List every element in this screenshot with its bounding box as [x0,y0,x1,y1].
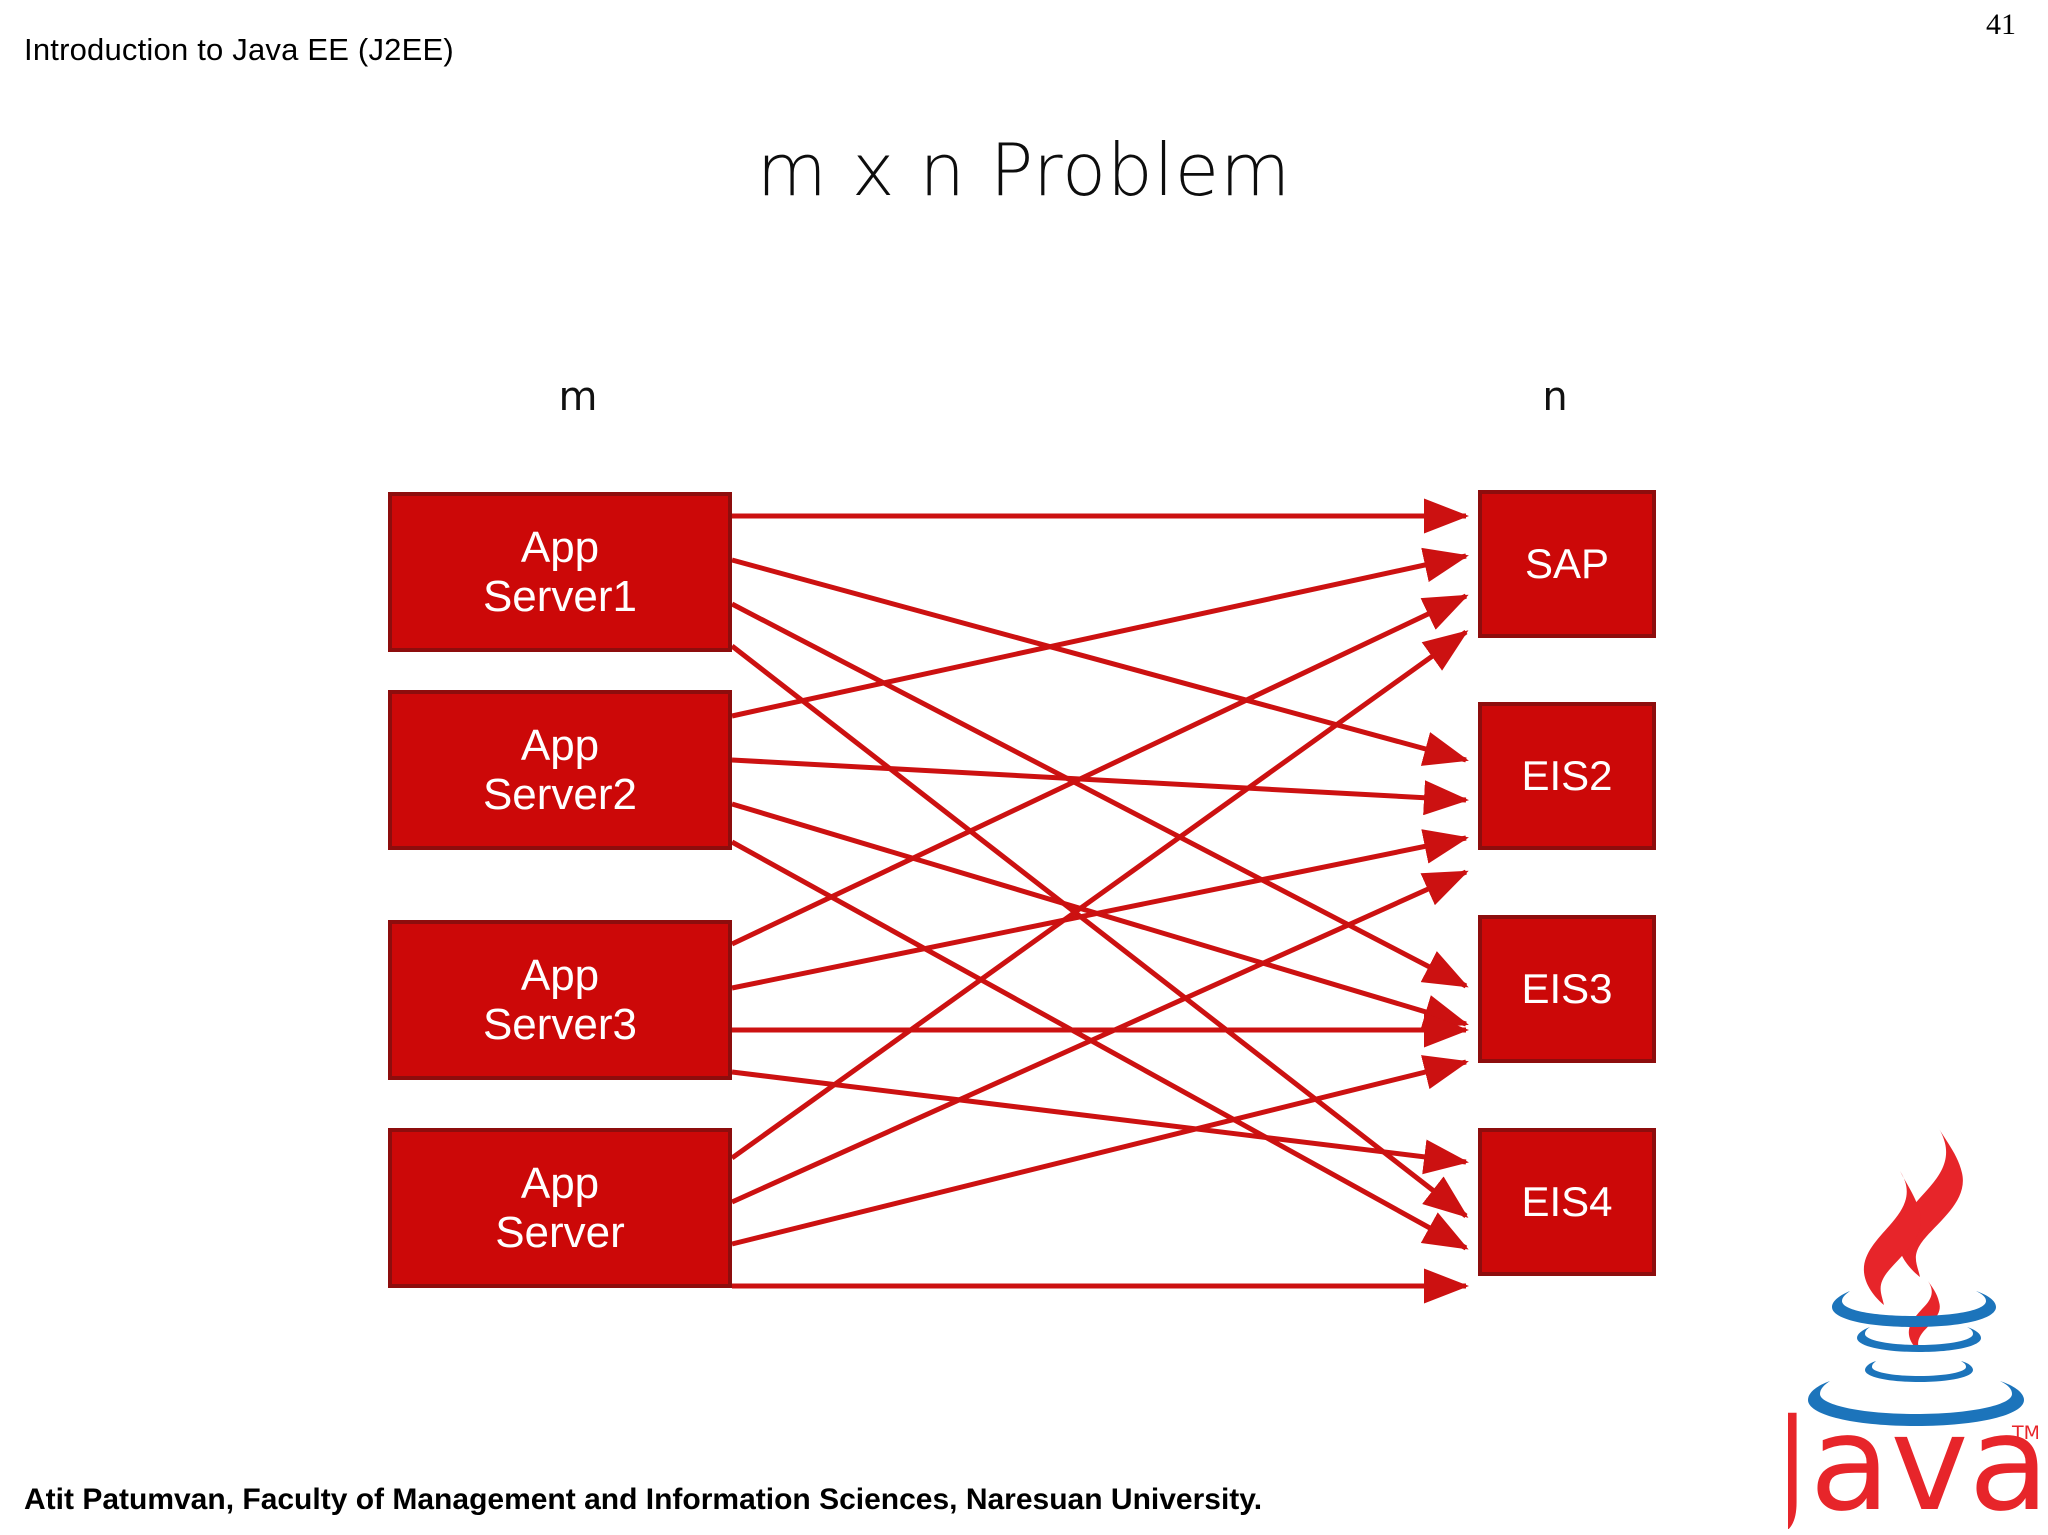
edge-app-server-2-sap [731,547,1469,719]
column-label-m: m [558,374,598,420]
edge-app-server-3-sap [730,593,1469,947]
java-cup-icon [1808,1291,2024,1426]
edge-app-server-2-eis2 [731,757,1469,816]
node-label: EIS4 [1521,1178,1613,1226]
node-sap[interactable]: SAP [1478,490,1656,638]
edge-app-server-3-eis2 [731,829,1469,991]
node-app-server-2[interactable]: App Server2 [388,690,732,850]
node-label: App Server3 [482,950,638,1049]
edge-app-server-m-eis3 [731,1055,1469,1247]
edge-app-server-2-eis4 [730,839,1469,1251]
node-label: App Server2 [482,720,638,819]
slide-header-title: Introduction to Java EE (J2EE) [24,32,454,67]
java-trademark: TM [2011,1422,2038,1444]
node-eis3[interactable]: EIS3 [1478,915,1656,1063]
java-wordmark: Java [1788,1387,2038,1529]
node-label: SAP [1524,540,1610,588]
node-eis2[interactable]: EIS2 [1478,702,1656,850]
edge-app-server-1-eis2 [731,557,1469,766]
column-label-n: n [1542,374,1568,420]
edge-app-server-m-eis2 [730,869,1469,1205]
slide-footer: Atit Patumvan, Faculty of Management and… [24,1483,1263,1516]
edge-app-server-m-sap [730,629,1469,1161]
edge-app-server-1-eis4 [730,644,1469,1218]
node-app-server-m[interactable]: App Server [388,1128,732,1288]
edge-app-server-2-eis3 [731,801,1469,1029]
node-app-server-1[interactable]: App Server1 [388,492,732,652]
node-label: EIS3 [1521,965,1613,1013]
page-number: 41 [1986,8,2016,41]
node-label: App Server1 [482,522,638,621]
node-label: App Server [495,1158,625,1257]
node-eis4[interactable]: EIS4 [1478,1128,1656,1276]
slide-title: m x n Problem [756,128,1292,212]
edge-app-server-1-eis3 [730,601,1469,989]
edge-app-server-3-eis4 [731,1069,1469,1175]
node-label: EIS2 [1521,752,1613,800]
java-logo: Java TM [1788,1127,2038,1529]
node-app-server-3[interactable]: App Server3 [388,920,732,1080]
